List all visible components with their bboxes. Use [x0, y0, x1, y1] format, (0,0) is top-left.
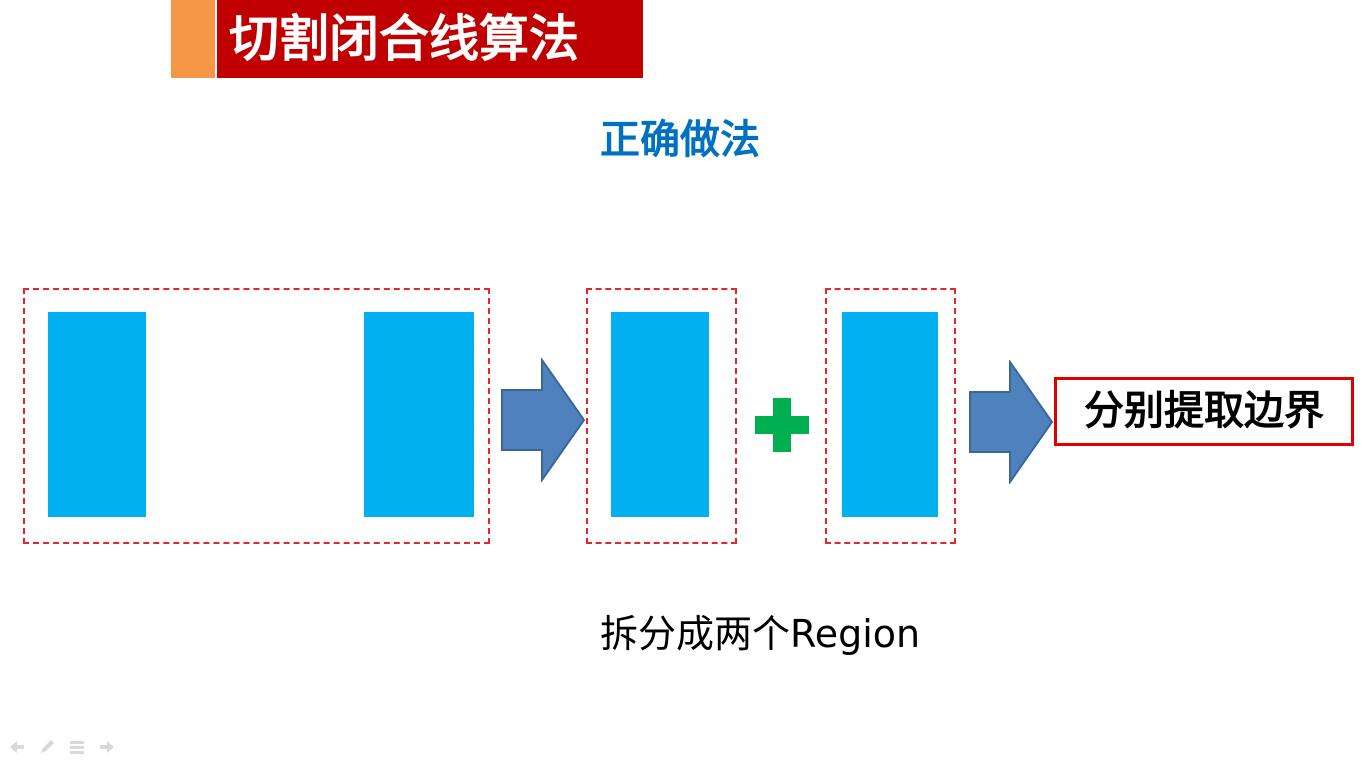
nav-prev-icon[interactable] — [8, 738, 26, 756]
arrow-right-icon — [501, 358, 586, 482]
title-accent-bar — [171, 0, 215, 78]
region-one-rectangle — [611, 312, 709, 517]
plus-icon — [755, 398, 809, 452]
slide-subtitle: 正确做法 — [600, 117, 760, 163]
result-label: 分别提取边界 — [1054, 377, 1354, 446]
slideshow-controls — [8, 738, 116, 758]
nav-next-icon[interactable] — [98, 738, 116, 756]
caption-text: 拆分成两个Region — [600, 612, 921, 656]
menu-icon[interactable] — [68, 738, 86, 756]
region-two-rectangle — [842, 312, 938, 517]
combined-region-outline — [23, 288, 490, 544]
arrow-right-icon — [969, 360, 1054, 484]
pen-icon[interactable] — [38, 738, 56, 756]
region-two-outline — [825, 288, 956, 544]
left-rectangle — [48, 312, 146, 517]
region-one-outline — [586, 288, 737, 544]
slide-title: 切割闭合线算法 — [217, 0, 643, 78]
right-rectangle — [364, 312, 474, 517]
